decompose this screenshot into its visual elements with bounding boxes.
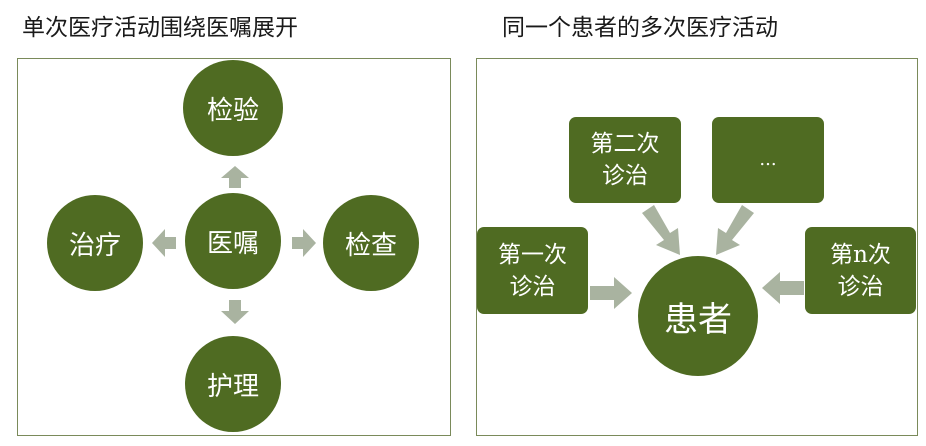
node-order: 医嘱 bbox=[185, 193, 281, 289]
box-nth-visit: 第n次 诊治 bbox=[805, 227, 916, 314]
arrow-from-second-icon bbox=[642, 205, 680, 255]
arrow-from-first-icon bbox=[590, 277, 632, 309]
arrow-from-dots-icon bbox=[716, 205, 754, 255]
node-patient: 患者 bbox=[638, 256, 758, 376]
node-treatment: 治疗 bbox=[47, 195, 143, 291]
box-second-visit: 第二次 诊治 bbox=[569, 117, 681, 203]
arrow-down-icon bbox=[221, 300, 249, 324]
box-second-visit-label: 第二次 诊治 bbox=[590, 131, 660, 189]
box-first-visit-label: 第一次 诊治 bbox=[498, 241, 567, 300]
node-lab-test: 检验 bbox=[183, 60, 283, 156]
right-title: 同一个患者的多次医疗活动 bbox=[502, 15, 778, 41]
arrow-right-icon bbox=[292, 229, 316, 257]
left-title: 单次医疗活动围绕医嘱展开 bbox=[22, 15, 298, 41]
node-nursing: 护理 bbox=[185, 336, 281, 432]
arrow-left-icon bbox=[152, 229, 176, 257]
box-first-visit: 第一次 诊治 bbox=[477, 227, 588, 314]
box-more-visits-label: ... bbox=[759, 149, 777, 170]
arrow-up-icon bbox=[221, 166, 249, 188]
box-more-visits: ... bbox=[712, 117, 824, 203]
arrow-from-nth-icon bbox=[762, 272, 804, 304]
node-examination: 检查 bbox=[323, 195, 419, 291]
box-nth-visit-label: 第n次 诊治 bbox=[830, 241, 891, 300]
